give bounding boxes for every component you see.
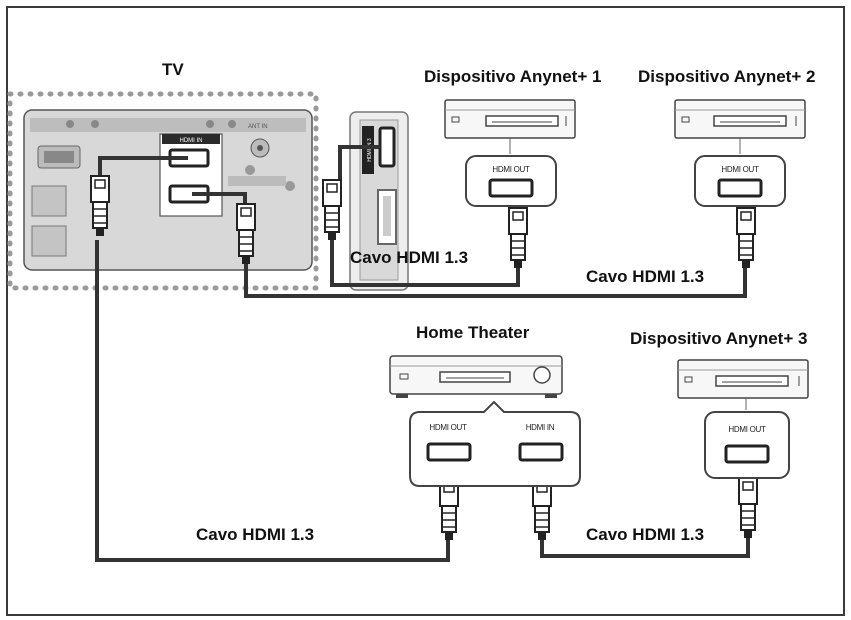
device3-port-label: HDMI OUT bbox=[728, 425, 766, 434]
device2-label: Dispositivo Anynet+ 2 bbox=[638, 67, 815, 86]
hdmi-plug-icon bbox=[532, 479, 552, 541]
tv-side-hdmi-port bbox=[378, 126, 396, 168]
device2-port-label: HDMI OUT bbox=[721, 165, 759, 174]
hdmi-plug-icon bbox=[236, 203, 256, 265]
tv-top-strip bbox=[30, 118, 306, 132]
cable-tv-device2 bbox=[244, 262, 747, 298]
hdmi-plug-icon bbox=[439, 479, 459, 541]
tv-hdmi-in-label: HDMI IN bbox=[180, 138, 203, 144]
tv-side-hdmi-label: HDMI IN 3 bbox=[367, 138, 373, 162]
home-theater-in-port bbox=[518, 442, 564, 462]
cable-tv-hometheater-label: Cavo HDMI 1.3 bbox=[196, 525, 314, 544]
hdmi-plug-icon bbox=[738, 477, 758, 539]
device1-port-label: HDMI OUT bbox=[492, 165, 530, 174]
home-theater-port-bubble bbox=[409, 400, 581, 487]
cables bbox=[95, 145, 750, 562]
hdmi-plug-icon bbox=[90, 175, 110, 237]
hdmi-plug-icon bbox=[508, 207, 528, 269]
home-theater-label: Home Theater bbox=[416, 323, 530, 342]
device2: HDMI OUT bbox=[674, 99, 806, 207]
device1: HDMI OUT bbox=[444, 99, 576, 207]
tv-rear-panel: ANT IN HDMI IN bbox=[7, 91, 319, 291]
cable-hometheater-device3-label: Cavo HDMI 1.3 bbox=[586, 525, 704, 544]
tv-antenna-label: ANT IN bbox=[248, 124, 268, 130]
cable-tv-device2-label: Cavo HDMI 1.3 bbox=[586, 267, 704, 286]
tv-side-panel: HDMI IN 3 bbox=[349, 111, 409, 291]
tv-hdmi-in-block bbox=[159, 133, 223, 217]
cable-tv-device1 bbox=[330, 236, 520, 287]
home-theater-out-port bbox=[426, 442, 472, 462]
home-theater-out-label: HDMI OUT bbox=[429, 423, 467, 432]
hdmi-plug-icon bbox=[736, 207, 756, 269]
tv-dotted-outline bbox=[7, 91, 319, 291]
hdmi-plug-icon bbox=[322, 179, 342, 241]
cable-tv-hometheater bbox=[95, 240, 450, 562]
cable-tv-device1-label: Cavo HDMI 1.3 bbox=[350, 248, 468, 267]
home-theater: HDMI OUT HDMI IN bbox=[389, 355, 581, 487]
device3-label: Dispositivo Anynet+ 3 bbox=[630, 329, 807, 348]
device1-label: Dispositivo Anynet+ 1 bbox=[424, 67, 601, 86]
cable-hometheater-device3 bbox=[540, 538, 750, 558]
home-theater-in-label: HDMI IN bbox=[526, 423, 555, 432]
device3: HDMI OUT bbox=[677, 359, 809, 479]
tv-label: TV bbox=[162, 60, 184, 79]
